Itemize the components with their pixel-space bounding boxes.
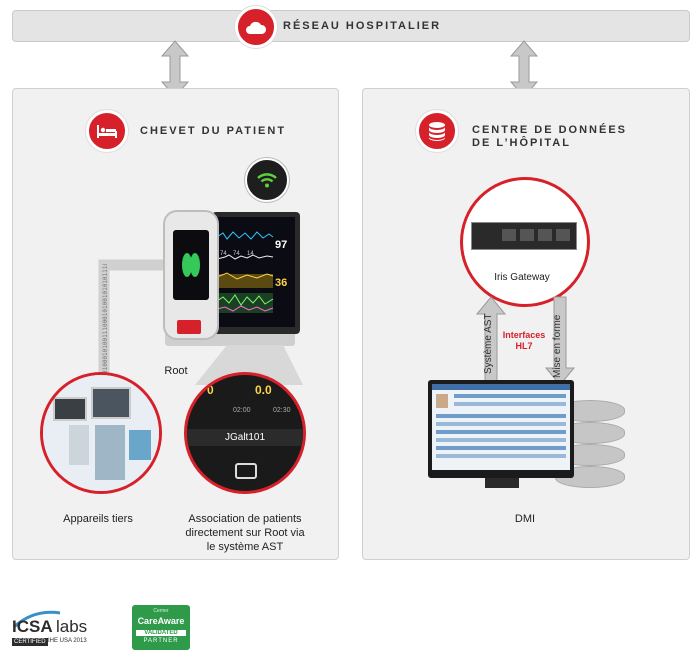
database-icon	[429, 122, 445, 141]
wifi-icon	[257, 173, 277, 188]
format-down-arrow	[545, 296, 575, 386]
patient-photo	[436, 394, 448, 408]
device-shape	[129, 430, 151, 460]
labs-text: labs	[56, 617, 88, 636]
validated-text: VALIDATED	[136, 630, 186, 636]
datacenter-title: CENTRE DE DONNÉES DE L’HÔPITAL	[472, 124, 627, 150]
gateway-caption: Iris Gateway	[494, 272, 550, 283]
association-caption: Association de patients directement sur …	[180, 512, 310, 554]
zoom-value-2: 0.0	[255, 383, 272, 397]
ventilator-shape	[95, 425, 125, 480]
zoom-time-1: 02:00	[233, 407, 251, 414]
dmi-row	[436, 438, 566, 442]
cloud-icon	[246, 21, 267, 34]
pump-shape	[69, 425, 89, 465]
dmi-row	[436, 454, 566, 458]
dmi-row	[436, 422, 566, 426]
handheld-red-clip	[177, 320, 201, 334]
bedside-title: CHEVET DU PATIENT	[140, 125, 287, 137]
hl7-line-2: HL7	[515, 341, 533, 351]
dmi-toolbar	[432, 384, 570, 390]
third-party-devices-image	[43, 375, 159, 491]
ast-label: Système AST	[483, 313, 494, 374]
partner-text: PARTNER	[143, 638, 179, 644]
wifi-badge	[245, 158, 289, 202]
dmi-row	[454, 402, 566, 406]
association-line-2: directement sur Root via	[185, 527, 305, 539]
ihe-text: IHE USA 2013	[48, 638, 87, 644]
handheld-screen	[173, 230, 209, 300]
network-badge	[235, 6, 277, 48]
zoom-funnel	[195, 345, 303, 385]
association-line-3: le système AST	[206, 541, 284, 553]
datacenter-panel	[362, 88, 690, 560]
binary-text: 0100010100111000101001010101110100	[102, 264, 109, 374]
dmi-screen	[432, 384, 570, 470]
third-party-devices-circle	[40, 372, 162, 494]
format-label: Mise en forme	[552, 314, 563, 378]
monitor-shape	[91, 387, 131, 419]
datacenter-title-line-1: CENTRE DE DONNÉES	[472, 124, 628, 136]
careaware-text: CareAware	[137, 616, 185, 626]
dmi-monitor	[428, 380, 574, 478]
radical-handheld	[163, 210, 219, 340]
drive-bay	[502, 229, 516, 241]
hl7-line-1: Interfaces	[502, 330, 546, 340]
certified-badge: CERTIFIED	[12, 638, 48, 646]
screen-small-3: 14	[247, 251, 254, 257]
dmi-caption: DMI	[514, 513, 536, 525]
drive-bay	[538, 229, 552, 241]
root-monitor-frame: 97 36 74 74 14	[212, 212, 300, 334]
drive-bay	[520, 229, 534, 241]
screen-value-1: 97	[275, 239, 288, 251]
bedside-badge	[86, 110, 128, 152]
third-party-caption: Appareils tiers	[63, 513, 133, 525]
screen-value-2: 36	[275, 277, 288, 289]
hospital-network-bar	[12, 10, 690, 42]
zoom-screen-circle: 0 0.0 02:00 02:30 JGalt101	[184, 372, 306, 494]
root-caption: Root	[164, 365, 188, 377]
bed-icon	[97, 125, 117, 138]
monitor-shape	[53, 397, 87, 421]
datacenter-badge	[416, 110, 458, 152]
drive-bay	[556, 229, 570, 241]
network-title: RÉSEAU HOSPITALIER	[283, 20, 442, 32]
datacenter-title-line-2: DE L’HÔPITAL	[472, 137, 571, 149]
zoom-patient-id: JGalt101	[187, 429, 303, 446]
zoom-time-2: 02:30	[273, 407, 291, 414]
dmi-row	[436, 446, 566, 450]
screen-small-2: 74	[233, 251, 240, 257]
screen-small-1: 74	[220, 251, 227, 257]
binary-data-stream	[98, 259, 172, 373]
zoom-value-1: 0	[207, 383, 214, 397]
icsa-text: ICSA	[12, 617, 53, 636]
hl7-interfaces-label: Interfaces HL7	[502, 330, 546, 352]
icsa-swoosh-icon	[12, 610, 61, 629]
careaware-logo: Cerner CareAware VALIDATED PARTNER	[132, 605, 190, 650]
dmi-row	[454, 394, 566, 398]
lungs-graphic	[182, 253, 200, 277]
gateway-circle: Iris Gateway	[460, 177, 590, 307]
dmi-row	[436, 430, 566, 434]
association-line-1: Association de patients	[188, 513, 302, 525]
home-button-icon	[235, 463, 257, 479]
root-device: 97 36 74 74 14	[160, 210, 300, 350]
dmi-row	[436, 414, 566, 418]
server-rack	[471, 222, 577, 250]
cerner-text: Cerner	[153, 608, 169, 614]
icsa-labs-logo: ICSA labs CERTIFIED IHE USA 2013	[12, 607, 92, 649]
dmi-stand	[485, 478, 519, 488]
waveforms	[217, 231, 274, 313]
root-monitor-screen: 97 36 74 74 14	[217, 217, 295, 327]
